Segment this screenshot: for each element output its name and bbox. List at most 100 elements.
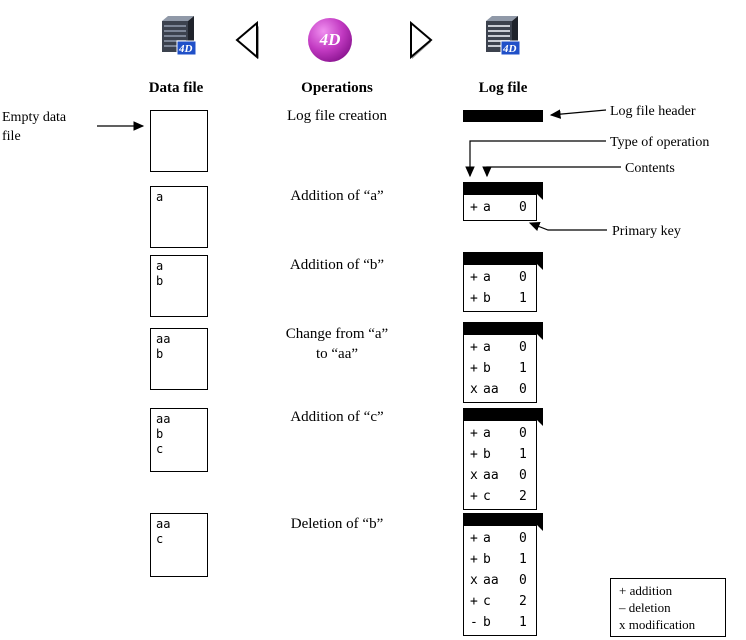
- right-triangle-icon: [408, 20, 434, 60]
- log-entry-op: -: [470, 615, 478, 630]
- empty-data-file-label: Empty data file: [2, 110, 67, 144]
- log-entry: + b 1: [470, 288, 536, 309]
- type-of-operation-label: Type of operation: [610, 135, 710, 150]
- log-entries-box: + a 0 + b 1 x aa 0 + c 2 - b 1: [463, 525, 537, 636]
- log-entry-content: aa: [483, 382, 499, 397]
- data-file-box: aa b: [150, 328, 208, 390]
- log-entry-key: 0: [519, 382, 527, 397]
- log-entry: + a 0: [470, 267, 536, 288]
- log-entry: + c 2: [470, 486, 536, 507]
- log-entry-op: x: [470, 382, 478, 397]
- log-entry-op: +: [470, 361, 478, 376]
- log-entry-content: a: [483, 531, 491, 546]
- 4d-sphere-icon: 4D: [308, 18, 352, 62]
- log-entries-box: + a 0 + b 1 x aa 0: [463, 334, 537, 403]
- legend-item-addition: + addition: [619, 583, 673, 598]
- log-header-bar: [463, 408, 543, 420]
- data-file-box: a: [150, 186, 208, 248]
- log-entry-key: 0: [519, 340, 527, 355]
- log-bar-flap: [537, 420, 543, 426]
- log-entry-op: +: [470, 552, 478, 567]
- log-bar-flap: [537, 194, 543, 200]
- operation-label: Addition of “b”: [289, 257, 385, 273]
- log-header-bar: [463, 182, 543, 194]
- log-entry-content: c: [483, 489, 491, 504]
- left-triangle-icon: [234, 20, 260, 60]
- log-entry-op: x: [470, 573, 478, 588]
- log-entry-content: a: [483, 426, 491, 441]
- log-entry-content: c: [483, 594, 491, 609]
- operation-label: Log file creation: [287, 108, 387, 124]
- log-entries-box: + a 0: [463, 194, 537, 221]
- type-of-operation-arrow: [465, 140, 606, 178]
- log-entry-content: a: [483, 340, 491, 355]
- sphere-label: 4D: [319, 30, 341, 49]
- log-entry: x aa 0: [470, 379, 536, 400]
- data-line: c: [156, 532, 164, 546]
- log-entry: + a 0: [470, 197, 536, 218]
- operation-label: Addition of “c”: [290, 409, 384, 425]
- log-entry-key: 2: [519, 594, 527, 609]
- primary-key-label: Primary key: [612, 224, 681, 239]
- log-file-header-arrow: [549, 109, 607, 119]
- log-entry-content: b: [483, 552, 491, 567]
- log-entry-op: +: [470, 426, 478, 441]
- log-entry-op: +: [470, 489, 478, 504]
- log-entry: + a 0: [470, 528, 536, 549]
- contents-arrow: [482, 166, 621, 178]
- operations-column-header: Operations: [301, 80, 373, 96]
- log-entries-box: + a 0 + b 1: [463, 264, 537, 312]
- data-line: aa: [156, 412, 171, 426]
- log-entry-content: b: [483, 615, 491, 630]
- data-line: aa: [156, 517, 171, 531]
- contents-label: Contents: [625, 161, 675, 176]
- log-file-badge-label: 4D: [502, 43, 517, 55]
- log-entry: x aa 0: [470, 465, 536, 486]
- log-entry: + b 1: [470, 549, 536, 570]
- log-header-bar: [463, 513, 543, 525]
- primary-key-arrow: [528, 222, 607, 231]
- log-entry-op: +: [470, 531, 478, 546]
- legend-item-deletion: – deletion: [619, 600, 671, 615]
- log-entry-key: 0: [519, 270, 527, 285]
- legend-item-modification: x modification: [619, 617, 696, 632]
- log-file-column-header: Log file: [478, 80, 528, 96]
- log-entry-content: aa: [483, 573, 499, 588]
- operation-label: Change from “a” to “aa”: [285, 326, 389, 362]
- log-entry: + a 0: [470, 423, 536, 444]
- log-entry-op: +: [470, 270, 478, 285]
- log-entry-content: a: [483, 270, 491, 285]
- log-entry-content: b: [483, 447, 491, 462]
- log-entry-key: 0: [519, 531, 527, 546]
- data-line: a: [156, 259, 164, 273]
- data-file-column-header: Data file: [148, 80, 204, 96]
- log-entry-op: +: [470, 291, 478, 306]
- log-entry-op: x: [470, 468, 478, 483]
- data-line: a: [156, 190, 164, 204]
- log-entry: - b 1: [470, 612, 536, 633]
- data-file-badge-label: 4D: [178, 43, 193, 55]
- operation-label: Deletion of “b”: [290, 516, 384, 532]
- log-entry-op: +: [470, 340, 478, 355]
- log-entry-op: +: [470, 200, 478, 215]
- log-entry-key: 1: [519, 361, 527, 376]
- log-entry: + c 2: [470, 591, 536, 612]
- log-entry-key: 0: [519, 426, 527, 441]
- data-line: aa: [156, 332, 171, 346]
- data-line: c: [156, 442, 164, 456]
- log-file-icon: 4D: [476, 12, 524, 60]
- data-line: b: [156, 274, 164, 288]
- log-bar-flap: [537, 334, 543, 340]
- log-entry-key: 1: [519, 615, 527, 630]
- data-file-box: aa b c: [150, 408, 208, 472]
- data-line: b: [156, 427, 164, 441]
- log-entry-key: 0: [519, 200, 527, 215]
- log-entry-content: b: [483, 361, 491, 376]
- data-file-box: [150, 110, 208, 172]
- log-entry-content: a: [483, 200, 491, 215]
- log-entry-key: 0: [519, 573, 527, 588]
- log-header-bar: [463, 252, 543, 264]
- log-entry: x aa 0: [470, 570, 536, 591]
- log-bar-flap: [537, 264, 543, 270]
